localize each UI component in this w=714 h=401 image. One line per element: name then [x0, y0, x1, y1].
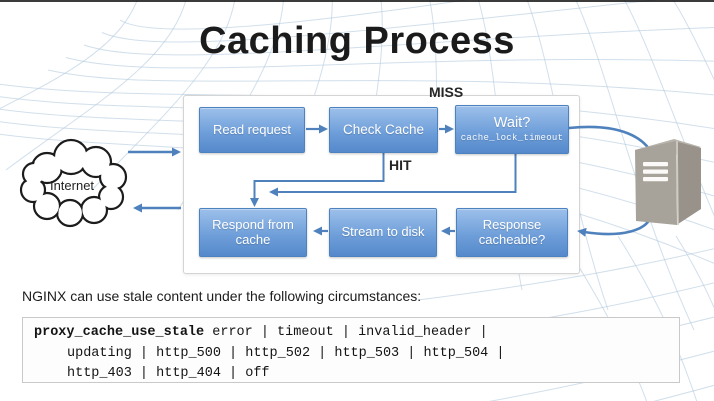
slide-title: Caching Process [199, 20, 515, 62]
miss-label: MISS [429, 84, 464, 100]
cloud-icon [19, 138, 128, 228]
note-intro-text: NGINX can use stale content under the fo… [22, 288, 422, 304]
process-box-label: Respond from cache [212, 216, 294, 247]
process-box-label: Wait? [493, 115, 531, 132]
hit-elbow-arrow [250, 153, 385, 207]
process-box-sublabel: cache_lock_timeout [460, 133, 564, 144]
process-box-check-cache: Check Cache [329, 107, 438, 153]
process-box-stream-to-disk: Stream to disk [329, 208, 437, 257]
process-box-label: Read request [212, 121, 292, 137]
code-line-2: updating | http_500 | http_502 | http_50… [67, 345, 505, 361]
process-box-respond-from-cache: Respond from cache [199, 208, 307, 257]
code-directive: proxy_cache_use_stale [34, 325, 205, 340]
hit-label: HIT [389, 157, 412, 173]
code-line-3: http_403 | http_404 | off [67, 366, 270, 381]
server-icon [635, 139, 701, 226]
process-box-wait: Wait? cache_lock_timeout [455, 105, 569, 154]
process-box-response-cacheable: Response cacheable? [456, 208, 568, 257]
top-edge-line [0, 0, 714, 2]
process-box-read-request: Read request [199, 107, 305, 153]
process-box-label: Check Cache [342, 122, 425, 138]
process-box-label: Stream to disk [341, 224, 425, 240]
internet-label: Internet [49, 178, 95, 193]
process-box-label: Response cacheable? [478, 216, 546, 247]
code-line-1: proxy_cache_use_stale error | timeout | … [34, 323, 679, 344]
code-block: proxy_cache_use_stale error | timeout | … [22, 317, 680, 383]
code-line-1-rest: error | timeout | invalid_header | [204, 325, 488, 340]
wait-return-elbow-arrow [269, 154, 517, 197]
